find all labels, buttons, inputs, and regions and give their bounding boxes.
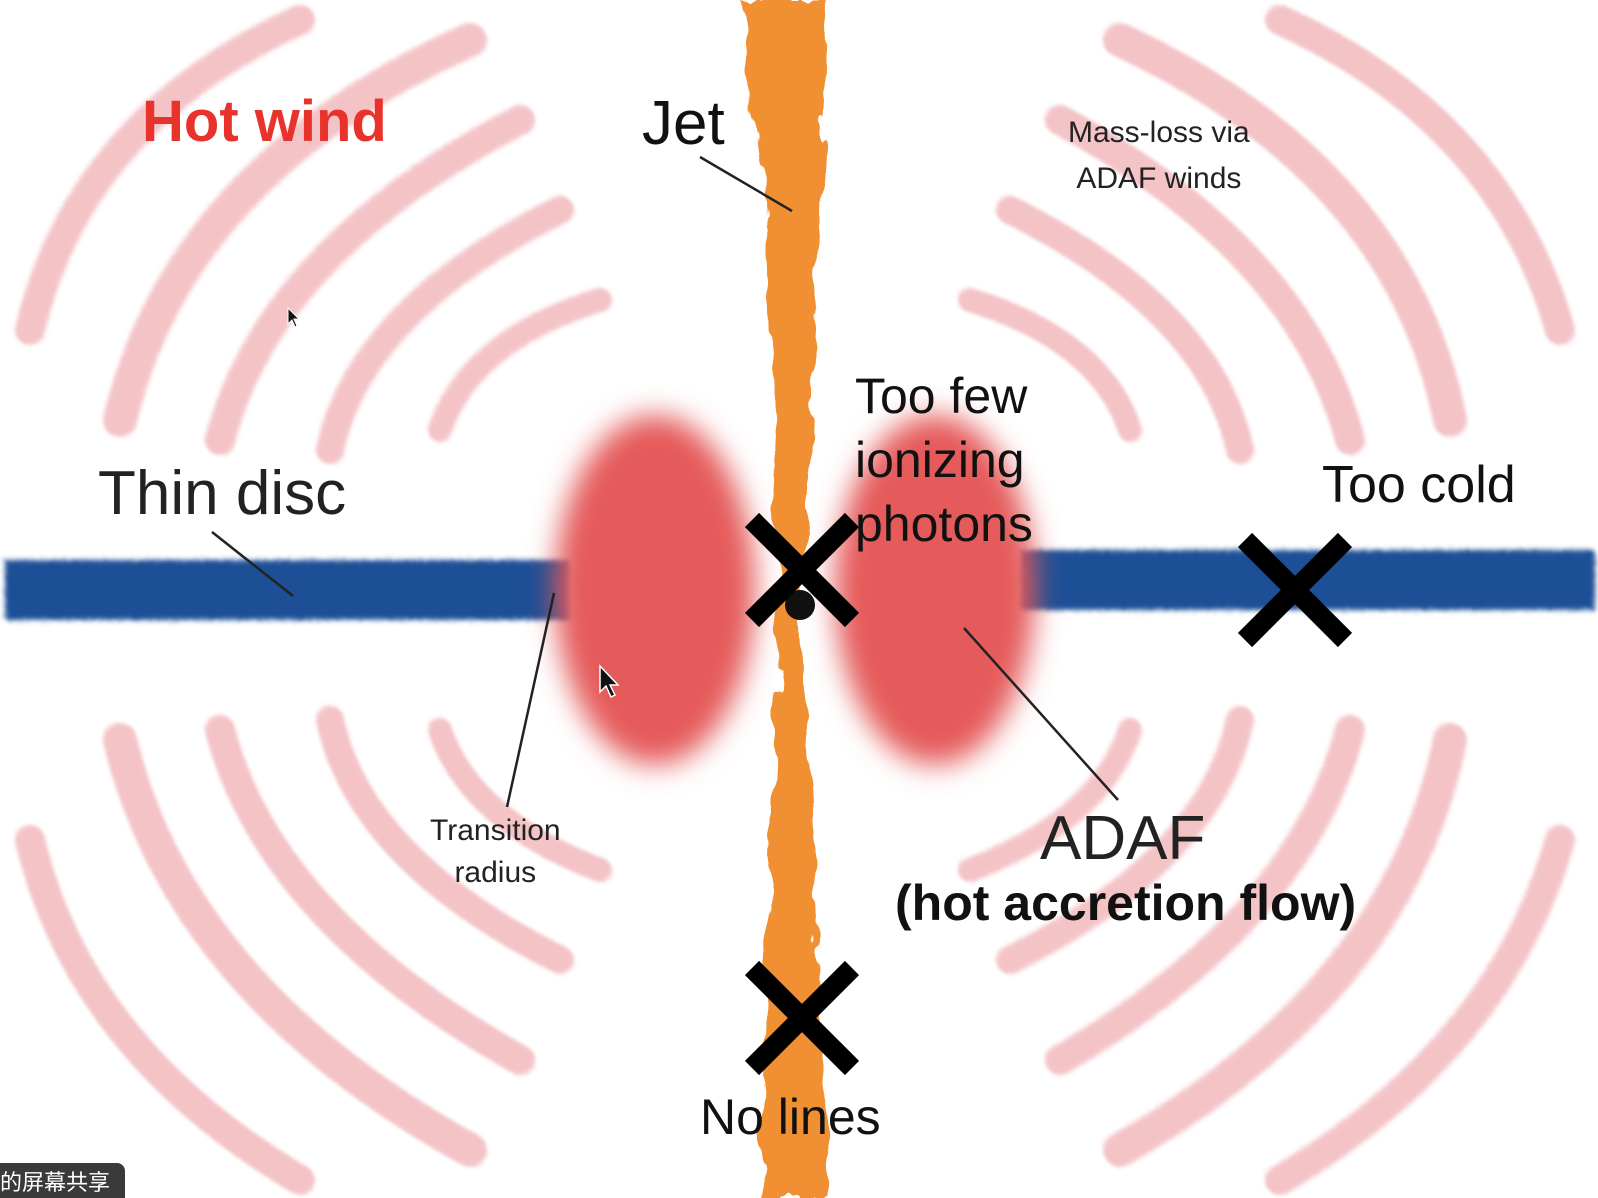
adaf-label: ADAF xyxy=(1040,804,1206,873)
cross-mark-icon xyxy=(744,960,860,1076)
too-few-line3: photons xyxy=(855,496,1033,552)
adaf-sub-label: (hot accretion flow) xyxy=(895,875,1357,931)
transition-line2: radius xyxy=(454,856,537,889)
hot-wind-label: Hot wind xyxy=(142,89,387,154)
leader-lines xyxy=(211,155,1119,808)
transition-radius-label: Transition radius xyxy=(430,810,561,894)
thin-disc-label: Thin disc xyxy=(98,459,347,528)
black-hole-icon xyxy=(785,590,815,620)
mass-loss-line2: ADAF winds xyxy=(1076,162,1242,195)
too-few-photons-label: Too few ionizing photons xyxy=(855,364,1033,556)
no-lines-label: No lines xyxy=(700,1089,881,1145)
hot-wind-swirls xyxy=(15,5,1575,1195)
mouse-cursor-icon xyxy=(287,306,301,328)
jet-label: Jet xyxy=(642,89,725,158)
mass-loss-line1: Mass-loss via xyxy=(1068,116,1250,149)
cross-mark-icon xyxy=(744,512,860,628)
too-few-line2: ionizing xyxy=(855,432,1025,488)
mass-loss-label: Mass-loss via ADAF winds xyxy=(1068,110,1250,202)
too-few-line1: Too few xyxy=(855,368,1028,424)
mouse-cursor-icon xyxy=(599,664,620,699)
transition-line1: Transition xyxy=(430,814,561,847)
cross-mark-icon xyxy=(1237,532,1353,648)
too-cold-label: Too cold xyxy=(1322,456,1516,514)
screen-share-tab[interactable]: 的屏幕共享 xyxy=(0,1163,125,1198)
